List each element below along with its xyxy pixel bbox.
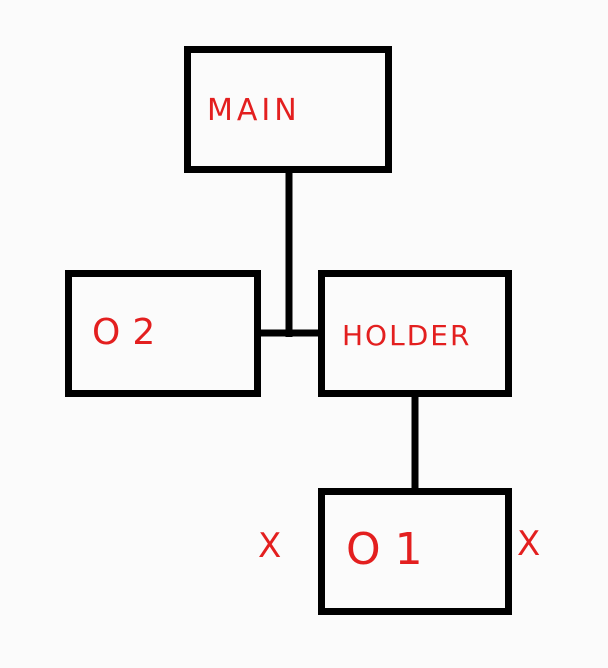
node-o2 — [65, 270, 261, 397]
node-holder — [318, 270, 512, 397]
node-main-label: MAIN — [207, 93, 301, 128]
node-o2-label: O2 — [92, 312, 168, 353]
x-mark-left: X — [258, 526, 282, 566]
node-holder-label: HOLDER — [342, 319, 472, 352]
node-o1-label: O1 — [346, 524, 437, 575]
x-mark-right: X — [517, 524, 541, 564]
node-main — [184, 46, 392, 173]
node-o1 — [318, 488, 512, 615]
